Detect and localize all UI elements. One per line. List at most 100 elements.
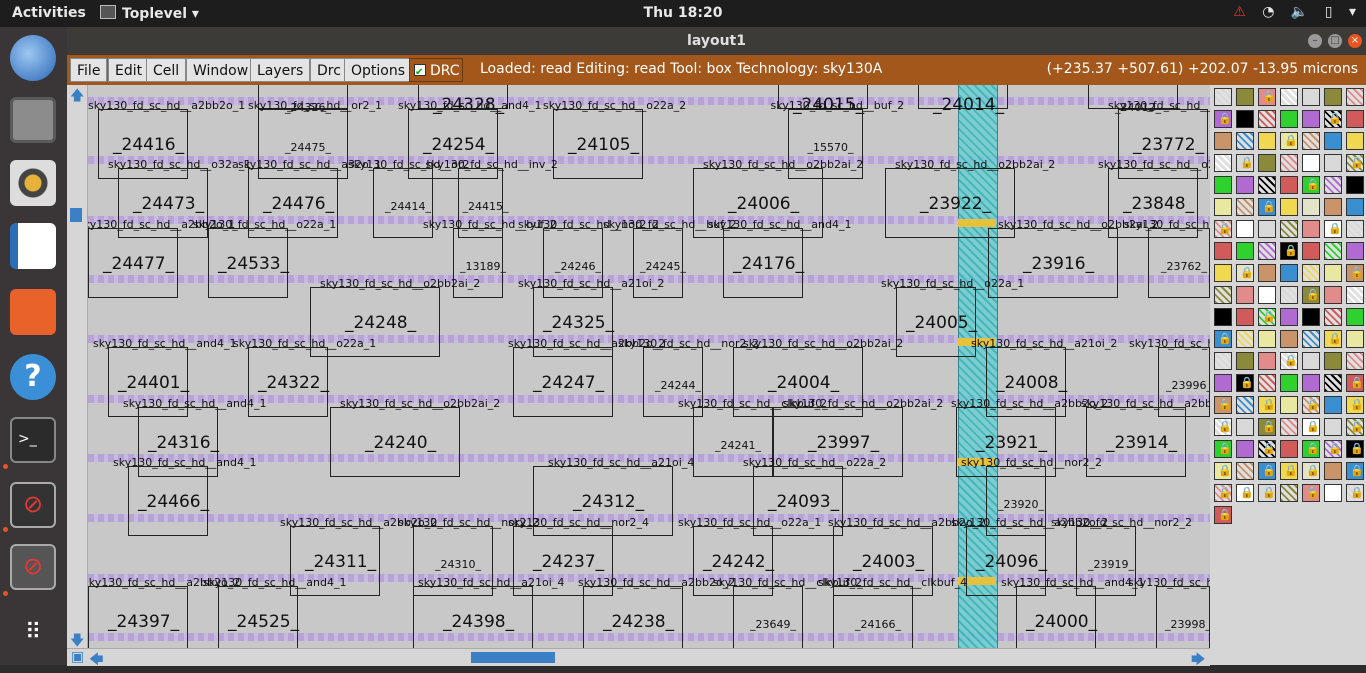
layer-swatch[interactable]: 🔒 bbox=[1324, 440, 1342, 458]
layer-swatch[interactable]: 🔒 bbox=[1302, 440, 1320, 458]
layer-swatch[interactable]: 🔒 bbox=[1258, 440, 1276, 458]
layer-swatch[interactable] bbox=[1280, 440, 1298, 458]
layer-swatch[interactable] bbox=[1236, 396, 1254, 414]
cell-instance[interactable] bbox=[733, 347, 863, 417]
layer-swatch[interactable] bbox=[1280, 418, 1298, 436]
cell-instance[interactable] bbox=[408, 109, 498, 179]
layer-swatch[interactable] bbox=[1214, 88, 1232, 106]
activities-button[interactable]: Activities bbox=[12, 5, 86, 21]
layer-swatch[interactable] bbox=[1346, 176, 1364, 194]
cell-instance[interactable] bbox=[583, 586, 683, 648]
cell-instance[interactable] bbox=[1148, 228, 1210, 298]
cell-instance[interactable] bbox=[88, 586, 188, 648]
layer-swatch[interactable] bbox=[1302, 242, 1320, 260]
layer-swatch[interactable]: 🔒 bbox=[1346, 264, 1364, 282]
layer-swatch[interactable]: 🔒 bbox=[1214, 440, 1232, 458]
layer-swatch[interactable] bbox=[1324, 308, 1342, 326]
layer-swatch[interactable] bbox=[1280, 308, 1298, 326]
layer-swatch[interactable] bbox=[1236, 88, 1254, 106]
cell-instance[interactable] bbox=[533, 287, 613, 357]
cell-instance[interactable] bbox=[413, 586, 533, 648]
layer-swatch[interactable] bbox=[1346, 88, 1364, 106]
layer-swatch[interactable] bbox=[1280, 286, 1298, 304]
cell-instance[interactable] bbox=[248, 347, 328, 417]
cell-instance[interactable] bbox=[258, 85, 348, 109]
layer-swatch[interactable] bbox=[1280, 110, 1298, 128]
layer-swatch[interactable]: 🔒 bbox=[1236, 264, 1254, 282]
layer-swatch[interactable] bbox=[1236, 418, 1254, 436]
layer-swatch[interactable] bbox=[1280, 220, 1298, 238]
layer-swatch[interactable] bbox=[1236, 220, 1254, 238]
layer-swatch[interactable]: 🔒 bbox=[1258, 484, 1276, 502]
layer-swatch[interactable] bbox=[1258, 132, 1276, 150]
layer-swatch[interactable] bbox=[1258, 264, 1276, 282]
layer-swatch[interactable] bbox=[1258, 352, 1276, 370]
layer-swatch[interactable] bbox=[1258, 374, 1276, 392]
layer-swatch[interactable]: 🔒 bbox=[1324, 220, 1342, 238]
warning-icon[interactable]: ⚠ bbox=[1233, 4, 1246, 20]
layer-swatch[interactable] bbox=[1324, 374, 1342, 392]
layer-swatch[interactable] bbox=[1324, 396, 1342, 414]
menu-window[interactable]: Window bbox=[186, 58, 256, 82]
drc-toggle[interactable]: DRC bbox=[409, 58, 463, 85]
terminal-icon[interactable]: >_ bbox=[10, 417, 56, 463]
menu-drc[interactable]: Drc bbox=[310, 58, 348, 82]
layer-swatch[interactable] bbox=[1236, 286, 1254, 304]
layer-swatch[interactable] bbox=[1214, 176, 1232, 194]
battery-icon[interactable]: ▯ bbox=[1324, 4, 1333, 20]
layer-swatch[interactable] bbox=[1258, 110, 1276, 128]
layer-swatch[interactable] bbox=[1236, 462, 1254, 480]
cell-instance[interactable] bbox=[330, 407, 460, 477]
clock[interactable]: Thu 18:20 bbox=[643, 5, 723, 21]
layer-swatch[interactable] bbox=[1280, 88, 1298, 106]
layer-swatch[interactable]: 🔒 bbox=[1214, 484, 1232, 502]
cell-instance[interactable] bbox=[118, 168, 208, 238]
layer-swatch[interactable]: 🔒 bbox=[1280, 242, 1298, 260]
vertical-scroll-thumb[interactable] bbox=[70, 208, 82, 222]
layer-swatch[interactable] bbox=[1258, 176, 1276, 194]
layout-canvas[interactable]: sky130_fd_sc_hd__clkbuf_2_24326_sky130_f… bbox=[88, 85, 1210, 648]
layer-swatch[interactable] bbox=[1302, 88, 1320, 106]
cell-instance[interactable] bbox=[885, 168, 1015, 238]
layer-swatch[interactable]: 🔒 bbox=[1346, 440, 1364, 458]
cell-instance[interactable] bbox=[986, 347, 1066, 417]
cell-instance[interactable] bbox=[778, 85, 868, 109]
zoom-box-icon[interactable]: ▣ bbox=[71, 649, 85, 665]
layer-swatch[interactable]: 🔒 bbox=[1214, 330, 1232, 348]
layer-swatch[interactable] bbox=[1324, 88, 1342, 106]
layer-palette[interactable]: 🔒🔒🔒🔒🔒🔒🔒🔒🔒🔒🔒🔒🔒🔒🔒🔒🔒🔒🔒🔒🔒🔒🔒🔒🔒🔒🔒🔒🔒🔒🔒🔒🔒🔒🔒🔒🔒🔒🔒🔒… bbox=[1211, 85, 1366, 650]
cell-instance[interactable] bbox=[633, 228, 683, 298]
layer-swatch[interactable]: 🔒 bbox=[1324, 330, 1342, 348]
cell-instance[interactable] bbox=[413, 526, 493, 596]
cell-instance[interactable] bbox=[373, 168, 433, 238]
layer-swatch[interactable] bbox=[1324, 242, 1342, 260]
layer-swatch[interactable] bbox=[1280, 176, 1298, 194]
scroll-down-arrow-icon[interactable]: 🡇 bbox=[70, 633, 85, 649]
layer-swatch[interactable] bbox=[1280, 264, 1298, 282]
cell-instance[interactable] bbox=[208, 228, 288, 298]
cell-instance[interactable] bbox=[723, 228, 803, 298]
cell-instance[interactable] bbox=[1086, 407, 1186, 477]
layer-swatch[interactable] bbox=[1324, 286, 1342, 304]
layer-swatch[interactable]: 🔒 bbox=[1346, 484, 1364, 502]
cell-instance[interactable] bbox=[693, 407, 773, 477]
cell-instance[interactable] bbox=[788, 109, 863, 179]
cell-instance[interactable] bbox=[553, 109, 643, 179]
layer-swatch[interactable] bbox=[1280, 198, 1298, 216]
layer-swatch[interactable]: 🔒 bbox=[1280, 132, 1298, 150]
layer-swatch[interactable]: 🔒 bbox=[1258, 308, 1276, 326]
layer-swatch[interactable] bbox=[1214, 242, 1232, 260]
layer-swatch[interactable] bbox=[1324, 484, 1342, 502]
layer-swatch[interactable]: 🔒 bbox=[1280, 462, 1298, 480]
layer-swatch[interactable]: 🔒 bbox=[1258, 418, 1276, 436]
volume-icon[interactable]: 🔈 bbox=[1290, 4, 1309, 20]
layer-swatch[interactable]: 🔒 bbox=[1280, 352, 1298, 370]
layer-swatch[interactable]: 🔒 bbox=[1236, 484, 1254, 502]
minimize-button[interactable]: – bbox=[1308, 34, 1322, 48]
layer-swatch[interactable] bbox=[1258, 154, 1276, 172]
menu-edit[interactable]: Edit bbox=[108, 58, 150, 82]
layer-swatch[interactable] bbox=[1302, 110, 1320, 128]
layer-swatch[interactable] bbox=[1236, 352, 1254, 370]
cell-instance[interactable] bbox=[733, 586, 803, 648]
horizontal-scrollbar[interactable]: ▣ 🡄 🡆 bbox=[67, 648, 1210, 668]
